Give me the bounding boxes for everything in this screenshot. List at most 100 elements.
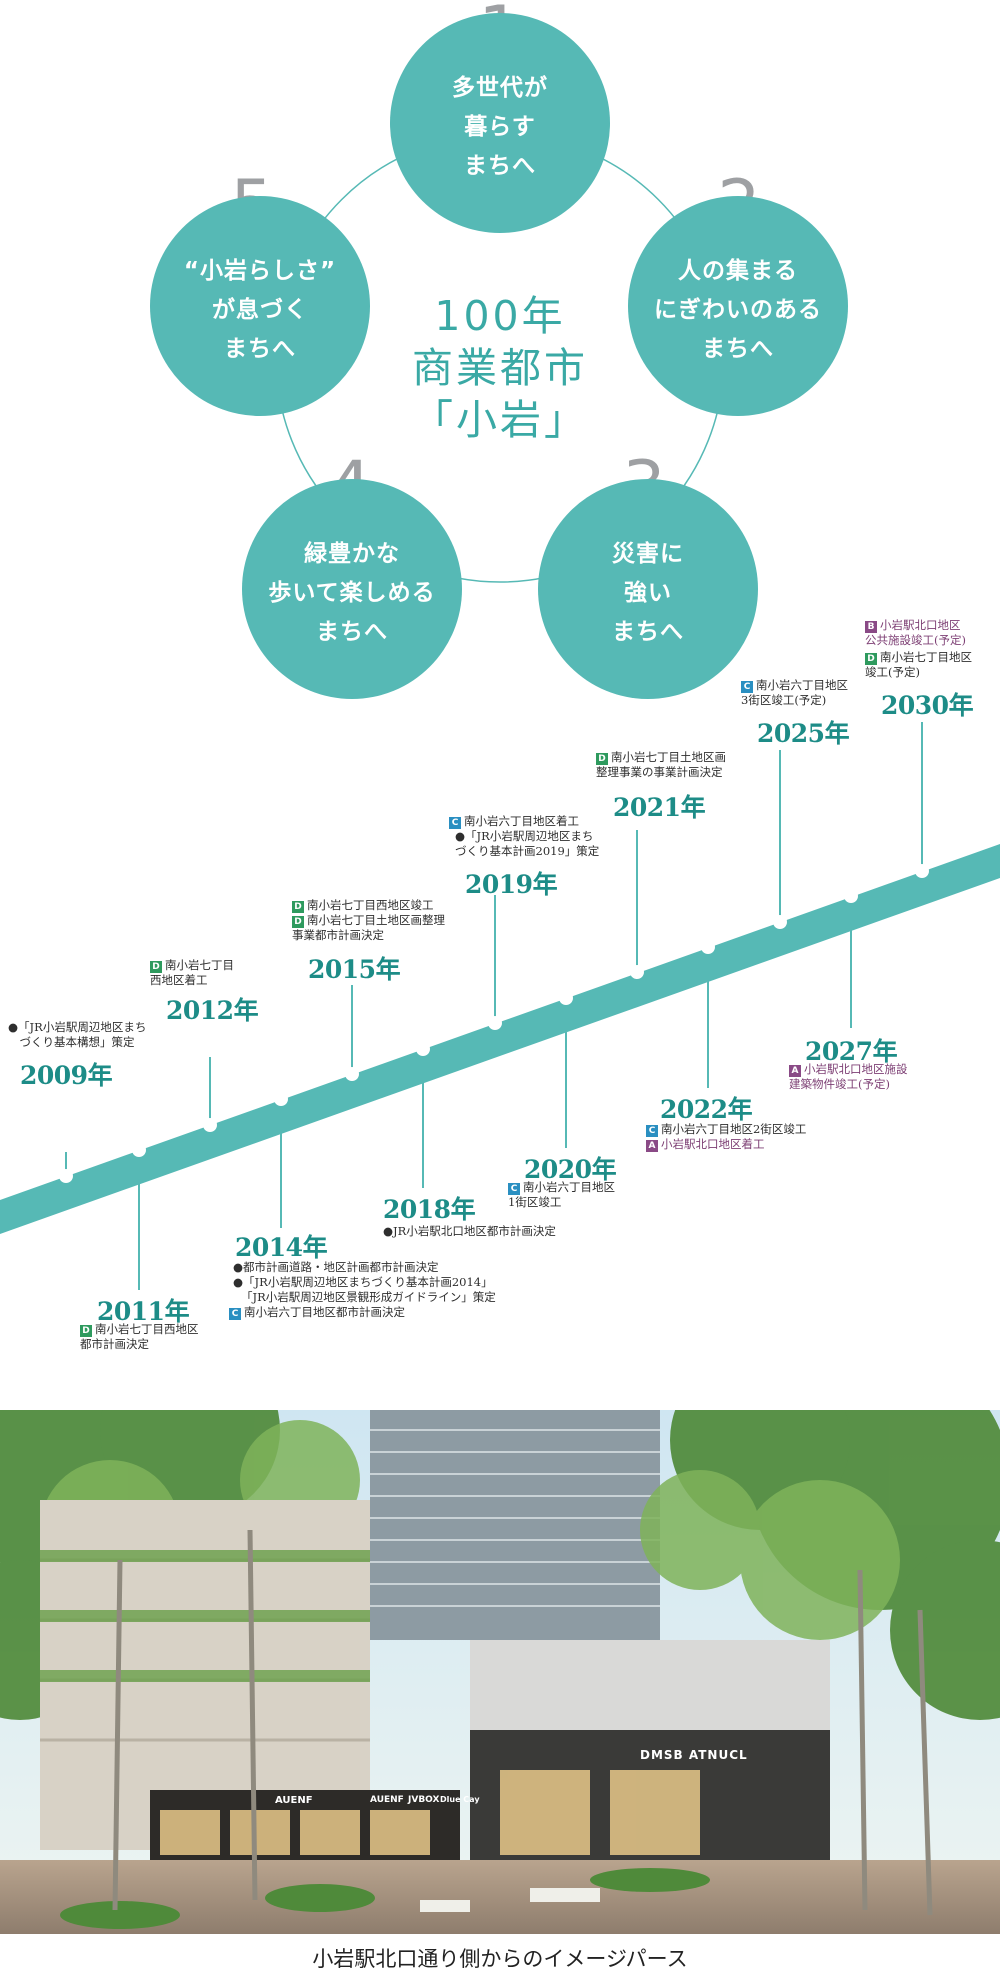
year-2020: 2020年 — [524, 1155, 617, 1184]
timeline-dot-2025 — [773, 915, 787, 929]
tag-2014-4: C — [229, 1308, 241, 1320]
tag-2012-1: D — [150, 961, 162, 973]
year-2025: 2025年 — [757, 719, 850, 748]
timeline-dot-2009 — [59, 1169, 73, 1183]
right-podium — [470, 1640, 830, 1730]
tag-2021-1: D — [596, 753, 608, 765]
text-2015-1: 南小岩七丁目西地区竣工 — [307, 898, 434, 912]
text-2019-1: 南小岩六丁目地区着工 — [464, 814, 579, 828]
shop-sign-4: Dlue Cay — [440, 1795, 480, 1804]
concept-petal-5: “小岩らしさ” が息づく まちへ — [150, 196, 370, 416]
tag-2025-1: C — [741, 681, 753, 693]
text-2022-2: 小岩駅北口地区着工 — [661, 1137, 765, 1151]
year-2019: 2019年 — [465, 870, 558, 899]
event-2014-3: 「JR小岩駅周辺地区景観形成ガイドライン」策定 — [241, 1290, 496, 1305]
year-2030: 2030年 — [881, 691, 974, 720]
text-2022-1: 南小岩六丁目地区2街区竣工 — [661, 1122, 807, 1136]
tag-2022-2: A — [646, 1140, 658, 1152]
tag-2014-2: ● — [233, 1275, 244, 1289]
tag-2015-1: D — [292, 901, 304, 913]
concept-petal-4: 緑豊かな 歩いて楽しめる まちへ — [242, 479, 462, 699]
timeline-dot-2012 — [203, 1118, 217, 1132]
year-2018: 2018年 — [383, 1195, 476, 1224]
tag-2020-1: C — [508, 1183, 520, 1195]
text-2019-2: 「JR小岩駅周辺地区まち づくり基本計画2019」策定 — [455, 829, 600, 858]
tag-2019-1: C — [449, 817, 461, 829]
timeline-dot-2030 — [915, 864, 929, 878]
tag-2019-2: ● — [455, 829, 466, 843]
timeline-dot-2011 — [132, 1143, 146, 1157]
text-2014-1: 都市計画道路・地区計画都市計画決定 — [243, 1260, 439, 1274]
petal-text-1: 多世代が 暮らす まちへ — [452, 74, 548, 179]
center-title: 100年 商業都市 「小岩」 — [412, 292, 588, 444]
year-2012: 2012年 — [166, 996, 259, 1025]
concept-diagram: 1 多世代が 暮らす まちへ 2 人の集まる にぎわいのある まちへ 3 災害に… — [0, 0, 1000, 700]
shop-sign-5: DMSB ATNUCL — [640, 1748, 748, 1762]
tower — [370, 1410, 660, 1640]
text-2018-1: JR小岩駅北口地区都市計画決定 — [393, 1224, 556, 1238]
tag-2022-1: C — [646, 1125, 658, 1137]
text-2030-1: 小岩駅北口地区 公共施設竣工(予定) — [865, 618, 966, 647]
tag-2009-1: ● — [8, 1020, 19, 1034]
concept-petal-1: 多世代が 暮らす まちへ — [390, 13, 610, 233]
timeline-graphic — [0, 722, 1000, 1290]
year-2011: 2011年 — [97, 1297, 190, 1326]
tag-2011-1: D — [80, 1325, 92, 1337]
timeline-dot-2018 — [416, 1042, 430, 1056]
petal-text-4: 緑豊かな 歩いて楽しめる まちへ — [268, 540, 436, 645]
tag-2030-2: D — [865, 653, 877, 665]
tag-2027-1: A — [789, 1065, 801, 1077]
text-2009-1: 「JR小岩駅周辺地区まち づくり基本構想」策定 — [18, 1020, 147, 1049]
petal-text-5: “小岩らしさ” が息づく まちへ — [183, 257, 337, 362]
petal-text-3: 災害に 強い まちへ — [612, 540, 684, 645]
year-2022: 2022年 — [660, 1095, 753, 1124]
event-2018-1: ●JR小岩駅北口地区都市計画決定 — [383, 1224, 556, 1239]
timeline-dot-2022 — [701, 940, 715, 954]
event-2014-1: ●都市計画道路・地区計画都市計画決定 — [233, 1260, 439, 1275]
text-2030-2: 南小岩七丁目地区 竣工(予定) — [865, 650, 972, 679]
text-2014-4: 南小岩六丁目地区都市計画決定 — [244, 1305, 405, 1319]
timeline-dot-2015 — [345, 1067, 359, 1081]
event-2014-2: ●「JR小岩駅周辺地区まちづくり基本計画2014」 — [233, 1275, 493, 1290]
concept-petal-3: 災害に 強い まちへ — [538, 479, 758, 699]
text-2014-2: 「JR小岩駅周辺地区まちづくり基本計画2014」 — [243, 1275, 493, 1289]
shop-sign-2: AUENF — [370, 1795, 404, 1805]
timeline-dot-2019 — [488, 1016, 502, 1030]
image-caption: 小岩駅北口通り側からのイメージパース — [312, 1947, 688, 1971]
text-2012-1: 南小岩七丁目 西地区着工 — [150, 958, 234, 987]
timeline-dot-2014 — [274, 1092, 288, 1106]
year-2027: 2027年 — [805, 1037, 898, 1066]
timeline-dot-2020 — [559, 991, 573, 1005]
timeline-band — [0, 844, 1000, 1234]
perspective-image: AUENF AUENF JVBOX Dlue Cay DMSB ATNUCL — [0, 1410, 1000, 1934]
text-2021-1: 南小岩七丁目土地区画 整理事業の事業計画決定 — [596, 750, 726, 779]
shop-sign-1: AUENF — [275, 1795, 313, 1806]
shop-sign-3: JVBOX — [408, 1795, 440, 1805]
tag-2030-1: B — [865, 621, 877, 633]
timeline-dot-2021 — [630, 965, 644, 979]
tag-2015-2: D — [292, 916, 304, 928]
text-2020-1: 南小岩六丁目地区 1街区竣工 — [508, 1180, 615, 1209]
year-2009: 2009年 — [20, 1061, 113, 1090]
concept-petal-2: 人の集まる にぎわいのある まちへ — [628, 196, 848, 416]
year-2014: 2014年 — [235, 1233, 328, 1262]
event-2019-2: ●「JR小岩駅周辺地区まち づくり基本計画2019」策定 — [455, 829, 599, 859]
timeline-dot-2027 — [844, 889, 858, 903]
tag-2014-1: ● — [233, 1260, 244, 1274]
year-2021: 2021年 — [613, 793, 706, 822]
text-2027-1: 小岩駅北口地区施設 建築物件竣工(予定) — [789, 1062, 908, 1091]
